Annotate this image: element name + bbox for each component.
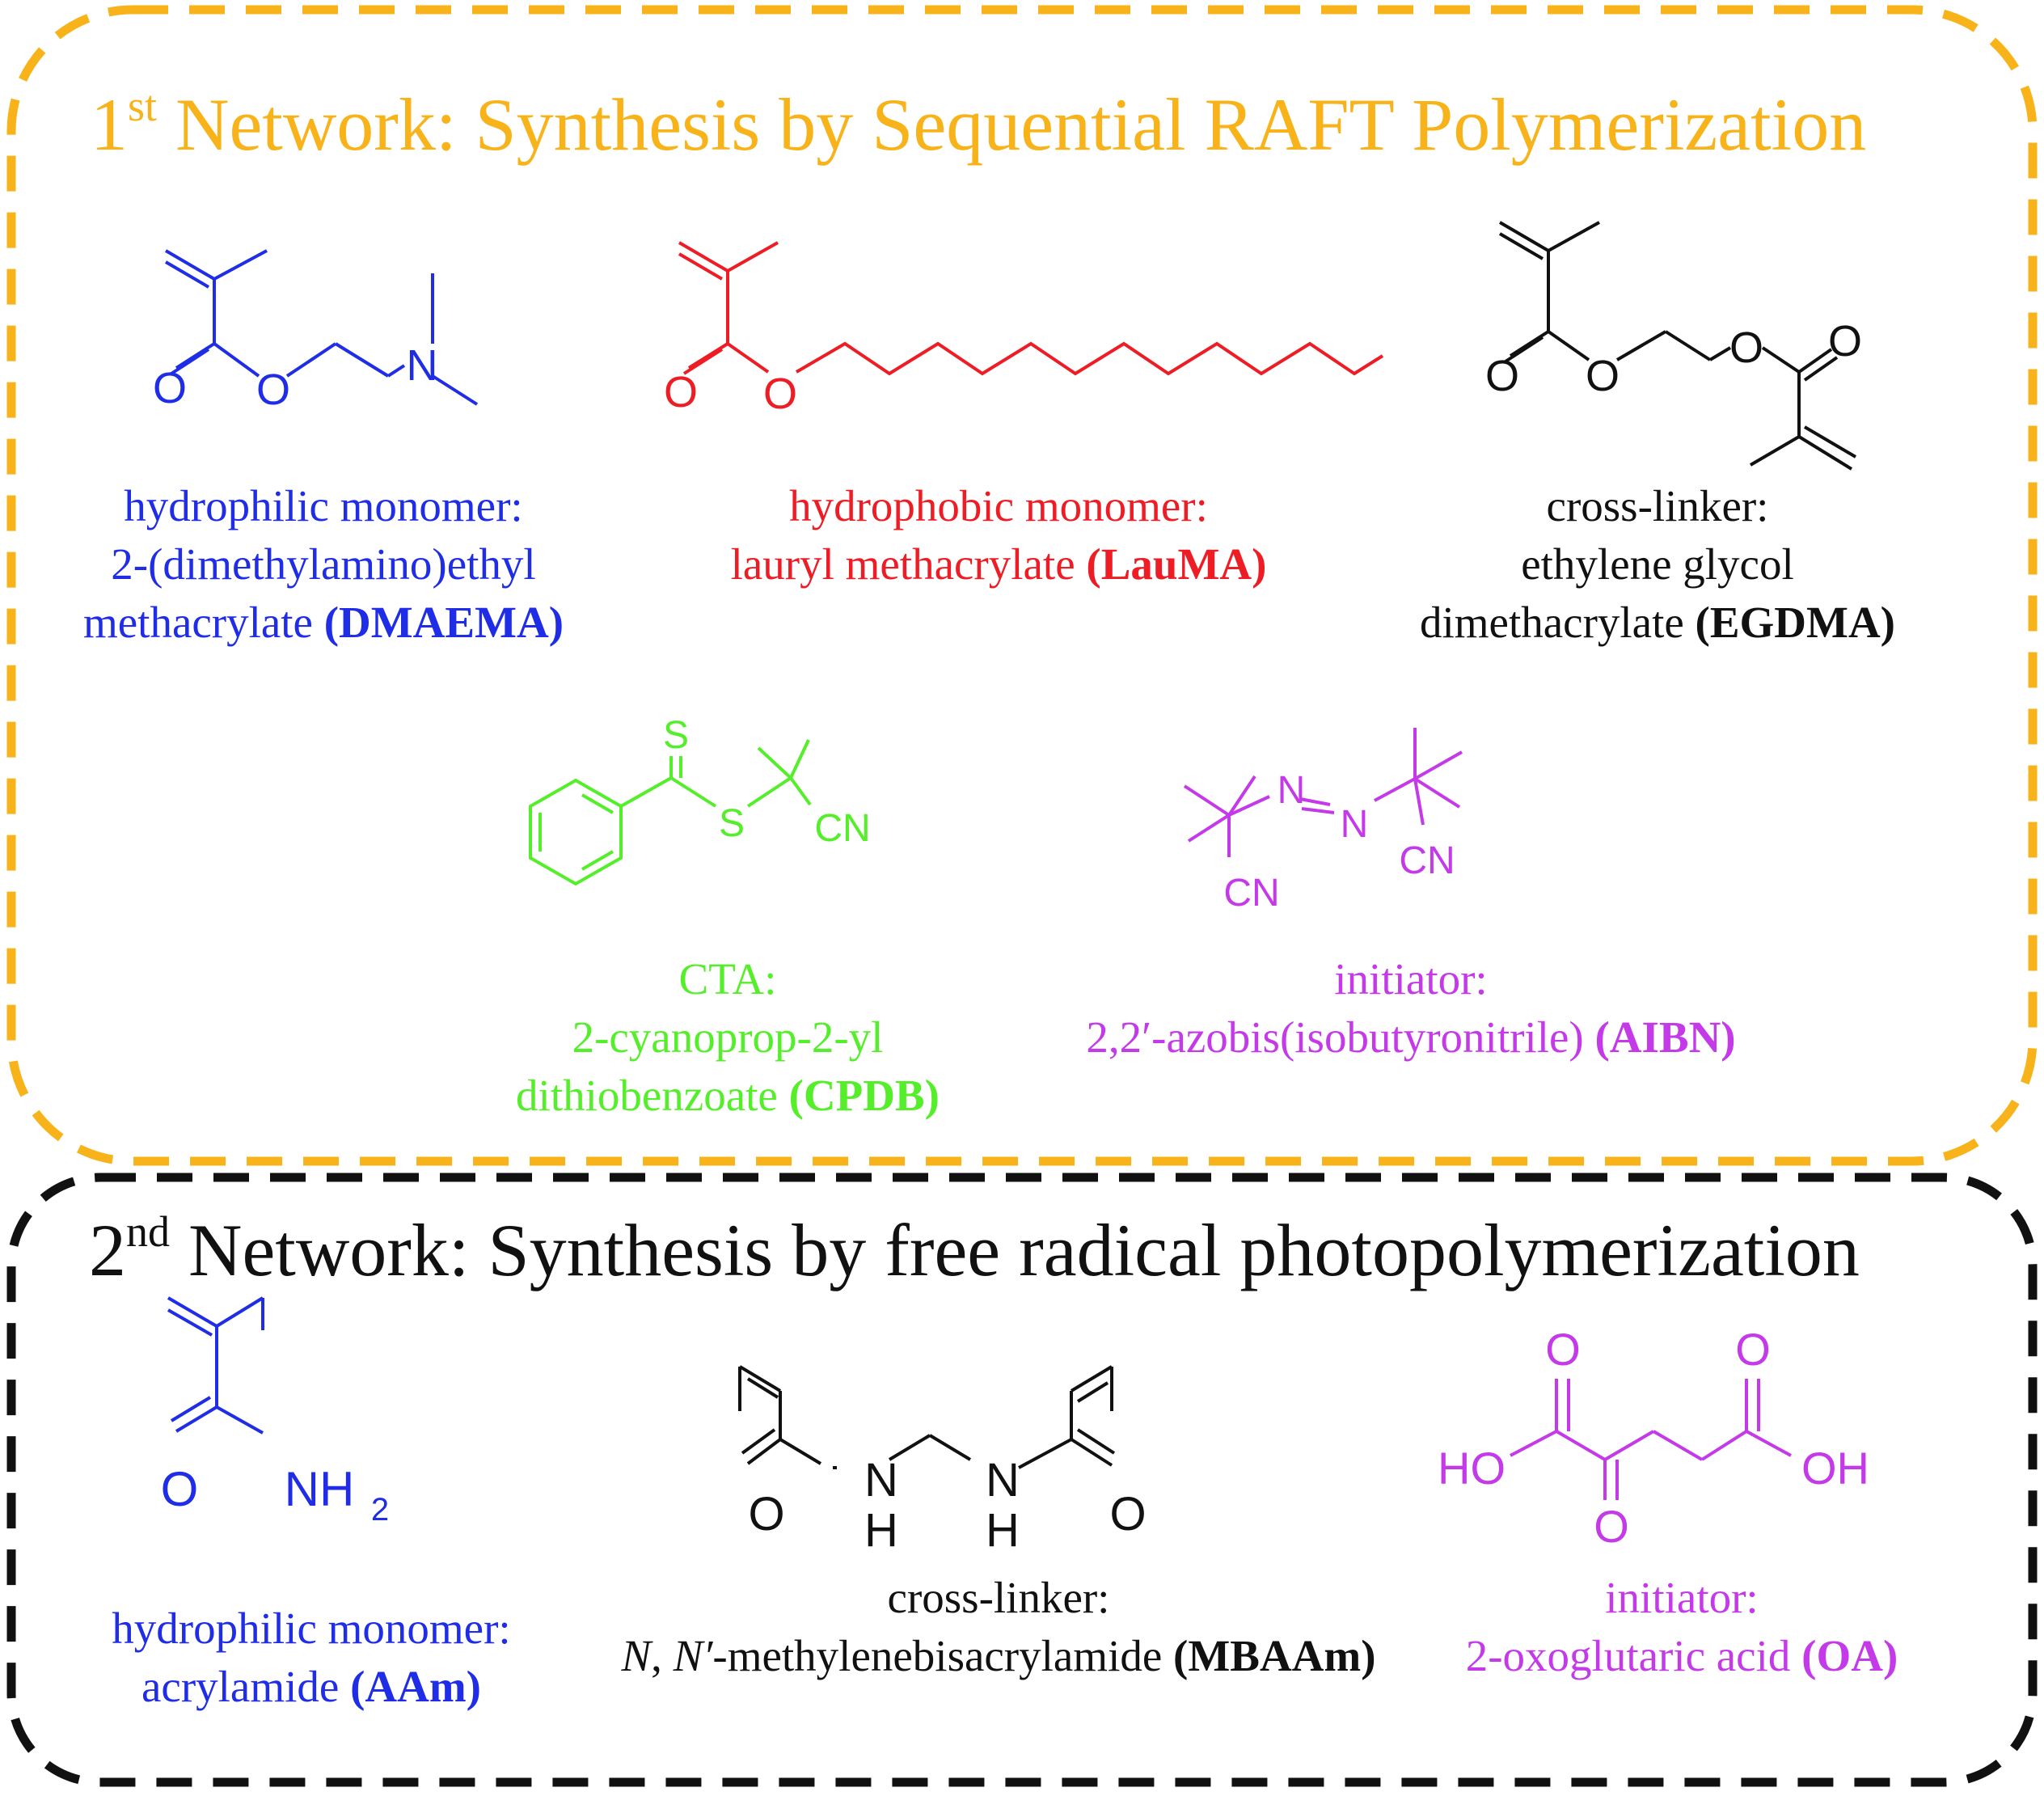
oa-role: initiator: bbox=[1605, 1573, 1759, 1622]
network1-title-text: Network: Synthesis by Sequential RAFT Po… bbox=[157, 83, 1867, 166]
lauma-role: hydrophobic monomer: bbox=[789, 481, 1208, 530]
mbaam-n-right: N bbox=[986, 1454, 1020, 1507]
oa-o-left-top: O bbox=[1545, 1324, 1581, 1375]
egdma-abbr: (EGDMA) bbox=[1695, 598, 1895, 647]
dmaema-name-line1: 2-(dimethylamino)ethyl bbox=[111, 539, 536, 589]
aibn-name: 2,2′-azobis(isobutyronitrile) bbox=[1086, 1012, 1595, 1062]
aibn-n1: N bbox=[1278, 769, 1306, 812]
oa-oh: OH bbox=[1801, 1443, 1869, 1494]
aibn-cn-left: CN bbox=[1223, 872, 1279, 915]
mbaam-o-right: O bbox=[1109, 1488, 1146, 1540]
aibn-structure: N N CN CN bbox=[1183, 728, 1463, 915]
aam-o: O bbox=[161, 1462, 199, 1516]
mbaam-name-n1: N bbox=[621, 1631, 652, 1680]
mbaam-name-n2: N′ bbox=[673, 1631, 713, 1680]
lauma-o-ester: O bbox=[763, 370, 797, 418]
cpdb-cn: CN bbox=[814, 807, 870, 850]
egdma-structure: O O O O bbox=[1485, 221, 1862, 471]
egdma-o-ester-left: O bbox=[1586, 352, 1620, 400]
aibn-cn-right: CN bbox=[1399, 839, 1455, 882]
network1-box bbox=[6, 5, 2038, 1166]
lauma-name: lauryl methacrylate bbox=[730, 539, 1087, 589]
network2-title-number: 2 bbox=[89, 1209, 126, 1291]
oa-ho: HO bbox=[1438, 1443, 1506, 1494]
egdma-caption: cross-linker: ethylene glycol dimethacry… bbox=[1375, 477, 1941, 652]
aam-role: hydrophilic monomer: bbox=[112, 1604, 511, 1653]
dmaema-n: N bbox=[407, 341, 438, 390]
oa-abbr: (OA) bbox=[1801, 1631, 1898, 1680]
dmaema-structure: O O N bbox=[153, 249, 479, 414]
dmaema-role: hydrophilic monomer: bbox=[124, 481, 523, 530]
aam-name: acrylamide bbox=[141, 1662, 351, 1711]
dmaema-o-carbonyl: O bbox=[153, 364, 187, 412]
aam-sub2: 2 bbox=[371, 1492, 389, 1528]
network2-title: 2nd Network: Synthesis by free radical p… bbox=[89, 1210, 1860, 1287]
cpdb-role: CTA: bbox=[678, 954, 777, 1004]
network2-box bbox=[6, 1173, 2038, 1787]
egdma-o-carbonyl-left: O bbox=[1485, 352, 1519, 400]
cpdb-caption: CTA: 2-cyanoprop-2-yl dithiobenzoate (CP… bbox=[485, 950, 970, 1125]
lauma-o-carbonyl: O bbox=[664, 368, 698, 416]
oa-o-keto: O bbox=[1594, 1501, 1629, 1552]
egdma-name-line1: ethylene glycol bbox=[1521, 539, 1794, 589]
mbaam-name-rest: -methylenebisacrylamide bbox=[712, 1631, 1174, 1680]
network2-title-text: Network: Synthesis by free radical photo… bbox=[170, 1209, 1860, 1291]
mbaam-caption: cross-linker: N, N′-methylenebisacrylami… bbox=[558, 1569, 1439, 1685]
aibn-role: initiator: bbox=[1334, 954, 1488, 1004]
network1-title: 1st Network: Synthesis by Sequential RAF… bbox=[91, 84, 1866, 162]
aam-nh: NH bbox=[285, 1462, 355, 1516]
cpdb-name-line2: dithiobenzoate bbox=[516, 1071, 789, 1120]
mbaam-structure: O N H N H O bbox=[738, 1365, 1147, 1557]
lauma-abbr: (LauMA) bbox=[1086, 539, 1267, 589]
mbaam-role: cross-linker: bbox=[887, 1573, 1110, 1622]
oa-structure: HO O O O OH bbox=[1438, 1324, 1869, 1552]
cpdb-structure: S S CN bbox=[529, 714, 871, 886]
cpdb-s-thione: S bbox=[663, 714, 689, 757]
aibn-n2: N bbox=[1341, 803, 1369, 846]
egdma-role: cross-linker: bbox=[1546, 481, 1769, 530]
dmaema-caption: hydrophilic monomer: 2-(dimethylamino)et… bbox=[61, 477, 586, 652]
network2-title-ordinal: nd bbox=[126, 1207, 170, 1257]
egdma-o-ester-right: O bbox=[1729, 323, 1763, 372]
network1-title-ordinal: st bbox=[128, 82, 158, 131]
lauma-structure: O O bbox=[664, 241, 1384, 418]
mbaam-n-left: N bbox=[864, 1454, 898, 1507]
oa-caption: initiator: 2-oxoglutaric acid (OA) bbox=[1431, 1569, 1932, 1685]
aibn-caption: initiator: 2,2′-azobis(isobutyronitrile)… bbox=[1027, 950, 1795, 1067]
mbaam-name-sep: , bbox=[651, 1631, 674, 1680]
dmaema-name-line2: methacrylate bbox=[82, 598, 324, 647]
mbaam-o-left: O bbox=[748, 1488, 784, 1540]
cpdb-s-thio: S bbox=[719, 802, 745, 845]
dmaema-abbr: (DMAEMA) bbox=[323, 598, 564, 647]
mbaam-h-right: H bbox=[986, 1504, 1020, 1557]
egdma-name-line2: dimethacrylate bbox=[1420, 598, 1696, 647]
lauma-caption: hydrophobic monomer: lauryl methacrylate… bbox=[675, 477, 1322, 594]
mbaam-h-left: H bbox=[864, 1504, 898, 1557]
oa-name: 2-oxoglutaric acid bbox=[1465, 1631, 1802, 1680]
network1-title-number: 1 bbox=[91, 83, 128, 166]
aam-structure: O NH 2 bbox=[161, 1296, 389, 1528]
dmaema-o-ester: O bbox=[256, 366, 290, 414]
cpdb-abbr: (CPDB) bbox=[788, 1071, 940, 1120]
aibn-abbr: (AIBN) bbox=[1594, 1012, 1736, 1062]
egdma-o-carbonyl-right: O bbox=[1828, 317, 1862, 366]
cpdb-name-line1: 2-cyanoprop-2-yl bbox=[572, 1012, 884, 1062]
aam-caption: hydrophilic monomer: acrylamide (AAm) bbox=[69, 1599, 554, 1716]
oa-o-right-top: O bbox=[1735, 1324, 1771, 1375]
mbaam-abbr: (MBAAm) bbox=[1173, 1631, 1376, 1680]
aam-abbr: (AAm) bbox=[350, 1662, 481, 1711]
